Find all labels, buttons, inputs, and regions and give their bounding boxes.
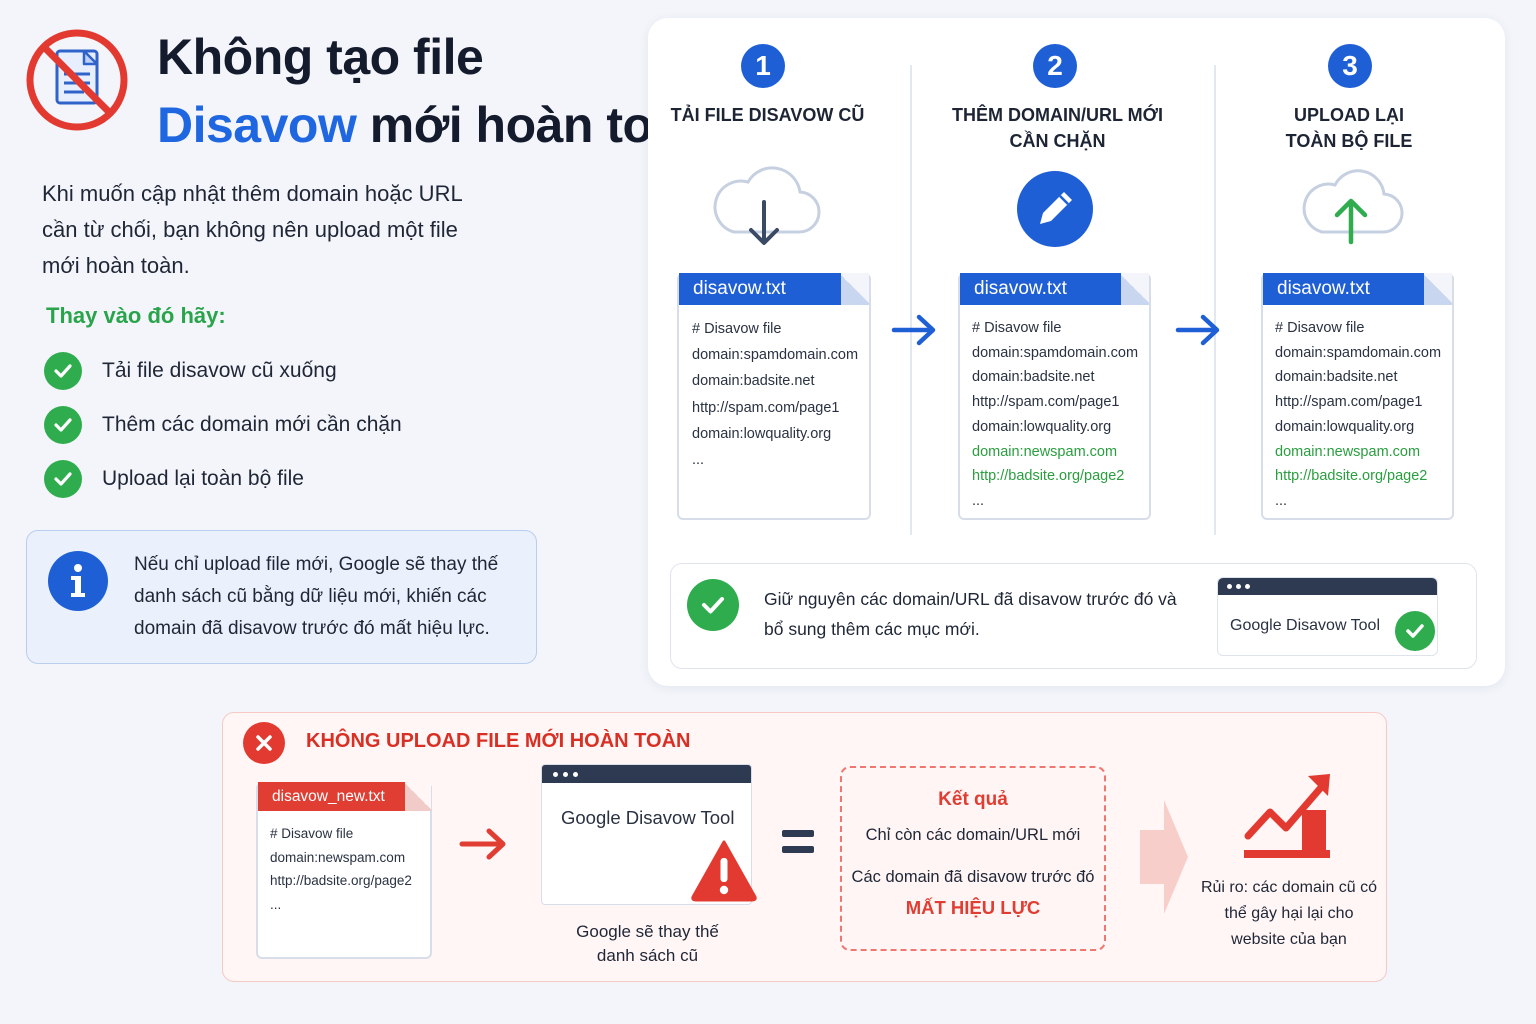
check-icon bbox=[1395, 611, 1435, 651]
check-icon bbox=[44, 460, 82, 498]
check-icon bbox=[44, 406, 82, 444]
tool-label: Google Disavow Tool bbox=[561, 807, 735, 828]
checklist-item: Tải file disavow cũ xuống bbox=[44, 352, 337, 390]
file-line: domain:spamdomain.com bbox=[692, 347, 859, 364]
checklist-label: Tải file disavow cũ xuống bbox=[102, 359, 337, 382]
step-number: 3 bbox=[1328, 44, 1372, 88]
file-ellipsis: ... bbox=[270, 896, 282, 912]
file-line-new: domain:newspam.com bbox=[1275, 443, 1421, 460]
file-line: domain:badsite.net bbox=[1275, 369, 1398, 386]
pencil-icon bbox=[1017, 171, 1093, 247]
file-line: http://spam.com/page1 bbox=[972, 394, 1120, 411]
file-corner bbox=[1424, 273, 1452, 305]
check-icon bbox=[687, 579, 739, 631]
checklist-label: Upload lại toàn bộ file bbox=[102, 467, 304, 490]
result-line: Các domain đã disavow trước đó bbox=[851, 868, 1095, 886]
file-name-tab: disavow.txt bbox=[1263, 273, 1424, 305]
step-title: TẢI FILE DISAVOW CŨ bbox=[660, 102, 875, 128]
file-content: # Disavow file domain:spamdomain.com dom… bbox=[1275, 316, 1441, 514]
warning-triangle-icon bbox=[691, 840, 757, 902]
cloud-upload-icon bbox=[1302, 169, 1404, 245]
no-file-icon bbox=[26, 29, 128, 131]
file-line: http://spam.com/page1 bbox=[692, 399, 840, 416]
step-divider bbox=[910, 65, 912, 535]
result-heading: Kết quả bbox=[938, 789, 1008, 810]
keep-result-text: Giữ nguyên các domain/URL đã disavow trư… bbox=[764, 589, 1177, 639]
arrow-right-icon bbox=[1175, 314, 1220, 346]
step-title: THÊM DOMAIN/URL MỚI CẦN CHẶN bbox=[940, 102, 1175, 154]
file-line: # Disavow file bbox=[692, 321, 782, 337]
step-title-line: TẢI FILE DISAVOW CŨ bbox=[670, 105, 865, 125]
step-divider bbox=[1214, 65, 1216, 535]
new-file-card bbox=[256, 782, 432, 959]
result-line: Chỉ còn các domain/URL mới bbox=[865, 826, 1081, 844]
file-line: domain:spamdomain.com bbox=[972, 344, 1139, 361]
file-corner bbox=[405, 782, 431, 811]
warning-title: KHÔNG UPLOAD FILE MỚI HOÀN TOÀN bbox=[306, 730, 691, 752]
step-title-line: CẦN CHẶN bbox=[1009, 131, 1106, 151]
file-line: # Disavow file bbox=[1275, 320, 1365, 336]
file-line-new: domain:newspam.com bbox=[972, 443, 1118, 460]
file-line: http://badsite.org/page2 bbox=[270, 873, 412, 888]
step-title-line: TOÀN BỘ FILE bbox=[1285, 131, 1413, 151]
arrow-right-icon bbox=[891, 314, 936, 346]
chart-up-icon bbox=[1244, 774, 1330, 858]
intro-text: Khi muốn cập nhật thêm domain hoặc URL c… bbox=[42, 181, 462, 278]
file-line: domain:badsite.net bbox=[972, 369, 1095, 386]
file-corner bbox=[1121, 273, 1149, 305]
checklist-item: Thêm các domain mới cần chặn bbox=[44, 406, 402, 444]
file-line: domain:spamdomain.com bbox=[1275, 344, 1442, 361]
step-title-line: THÊM DOMAIN/URL MỚI bbox=[951, 105, 1163, 125]
file-content: # Disavow file domain:spamdomain.com dom… bbox=[972, 316, 1138, 514]
checklist-label: Thêm các domain mới cần chặn bbox=[102, 413, 402, 436]
file-line-new: http://badsite.org/page2 bbox=[1275, 468, 1428, 485]
cloud-download-icon bbox=[713, 166, 821, 245]
page-title-line2: Disavow mới hoàn toàn bbox=[157, 96, 710, 154]
file-line: domain:lowquality.org bbox=[972, 418, 1112, 435]
instead-label: Thay vào đó hãy: bbox=[46, 303, 226, 328]
risk-text: Rủi ro: các domain cũ có thể gây hại lại… bbox=[1200, 879, 1378, 948]
file-corner bbox=[841, 273, 869, 305]
info-icon bbox=[48, 551, 108, 611]
file-line: domain:badsite.net bbox=[692, 373, 815, 390]
result-box bbox=[840, 766, 1106, 951]
big-arrow-icon bbox=[1140, 800, 1188, 914]
step-title: UPLOAD LẠI TOÀN BỘ FILE bbox=[1240, 102, 1458, 154]
file-content: # Disavow file domain:newspam.com http:/… bbox=[270, 822, 412, 916]
page-title-line1: Không tạo file bbox=[157, 29, 484, 85]
disavow-tool-window bbox=[541, 764, 752, 905]
step-number: 1 bbox=[741, 44, 785, 88]
file-ellipsis: ... bbox=[692, 452, 705, 469]
file-ellipsis: ... bbox=[1275, 492, 1288, 509]
file-line: # Disavow file bbox=[972, 320, 1062, 336]
file-line: domain:lowquality.org bbox=[1275, 418, 1415, 435]
file-line: domain:newspam.com bbox=[270, 849, 406, 865]
window-titlebar bbox=[542, 765, 751, 783]
file-name-tab: disavow_new.txt bbox=[258, 782, 405, 811]
window-titlebar bbox=[1218, 578, 1437, 595]
check-icon bbox=[44, 352, 82, 390]
tool-caption: Google sẽ thay thế danh sách cũ bbox=[576, 922, 719, 965]
arrow-right-icon bbox=[459, 828, 506, 860]
file-line-new: http://badsite.org/page2 bbox=[972, 468, 1125, 485]
file-ellipsis: ... bbox=[972, 492, 985, 509]
file-name-tab: disavow.txt bbox=[960, 273, 1121, 305]
equals-icon bbox=[782, 830, 814, 855]
title-highlight: Disavow bbox=[157, 97, 357, 153]
disavow-file-card bbox=[1261, 273, 1454, 520]
file-line: http://spam.com/page1 bbox=[1275, 394, 1423, 411]
tool-label: Google Disavow Tool bbox=[1230, 617, 1381, 634]
file-line: domain:lowquality.org bbox=[692, 425, 832, 442]
file-line: # Disavow file bbox=[270, 826, 354, 841]
close-icon bbox=[243, 722, 285, 764]
file-name-tab: disavow.txt bbox=[679, 273, 841, 305]
disavow-file-card bbox=[958, 273, 1151, 520]
info-note-text: Nếu chỉ upload file mới, Google sẽ thay … bbox=[134, 554, 499, 639]
step-title-line: UPLOAD LẠI bbox=[1294, 105, 1404, 125]
step-number: 2 bbox=[1033, 44, 1077, 88]
result-emphasis: MẤT HIỆU LỰC bbox=[905, 897, 1041, 918]
checklist-item: Upload lại toàn bộ file bbox=[44, 460, 304, 498]
file-content: # Disavow file domain:spamdomain.com dom… bbox=[692, 316, 858, 473]
info-note-box bbox=[26, 530, 537, 664]
